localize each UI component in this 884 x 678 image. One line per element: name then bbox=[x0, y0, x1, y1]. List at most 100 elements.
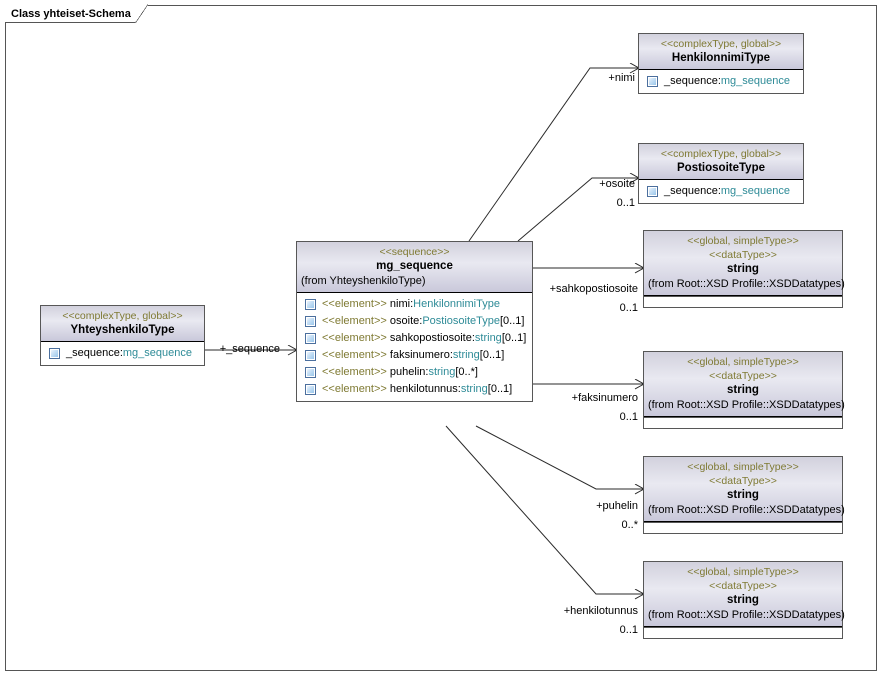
attribute-name: puhelin: bbox=[389, 366, 429, 378]
attribute-multiplicity: [0..1] bbox=[501, 332, 527, 344]
attribute-multiplicity: [0..*] bbox=[455, 366, 478, 378]
attribute-row[interactable]: <<element>> nimi:HenkilonnimiType bbox=[299, 296, 530, 313]
attribute-multiplicity: [0..1] bbox=[499, 315, 525, 327]
attribute-type: mg_sequence bbox=[720, 185, 790, 197]
attribute-name: nimi: bbox=[389, 298, 414, 310]
attribute-type: string bbox=[452, 349, 480, 361]
class-mg-sequence[interactable]: <<sequence>> mg_sequence (from Yhteyshen… bbox=[296, 241, 533, 402]
diagram-frame bbox=[5, 5, 877, 671]
attribute-row[interactable]: _sequence:mg_sequence bbox=[641, 73, 801, 90]
class-name: YhteyshenkiloType bbox=[70, 324, 175, 336]
attribute-name: _sequence: bbox=[664, 185, 721, 197]
class-stereotype-datatype: <<dataType>> bbox=[709, 580, 777, 592]
attribute-type: string bbox=[428, 366, 456, 378]
class-attributes: _sequence:mg_sequence bbox=[41, 342, 204, 365]
xsd-element-icon bbox=[305, 316, 316, 327]
xsd-element-icon bbox=[305, 384, 316, 395]
attribute-type: string bbox=[460, 383, 488, 395]
class-name: mg_sequence bbox=[376, 260, 453, 272]
attribute-row[interactable]: <<element>> puhelin:string[0..*] bbox=[299, 364, 530, 381]
class-from: (from YhteyshenkiloType) bbox=[301, 275, 426, 287]
connector-mult-sahkopostiosoite: 0..1 bbox=[619, 302, 638, 314]
attribute-stereotype: <<element>> bbox=[322, 383, 387, 395]
xsd-element-icon bbox=[305, 333, 316, 344]
attribute-type: mg_sequence bbox=[122, 347, 192, 359]
attribute-name: faksinumero: bbox=[389, 349, 453, 361]
connector-mult-faksinumero: 0..1 bbox=[619, 411, 638, 423]
class-string-sahkopostiosoite[interactable]: <<global, simpleType>> <<dataType>> stri… bbox=[643, 230, 845, 308]
class-name: string bbox=[727, 263, 759, 275]
connector-label-henkilotunnus: +henkilotunnus bbox=[563, 605, 638, 617]
class-attributes: <<element>> nimi:HenkilonnimiType <<elem… bbox=[297, 293, 532, 401]
attribute-name: osoite: bbox=[389, 315, 423, 327]
class-name: string bbox=[727, 384, 759, 396]
connector-label-sahkopostiosoite: +sahkopostiosoite bbox=[549, 283, 638, 295]
class-from: (from Root::XSD Profile::XSDDatatypes) bbox=[648, 609, 845, 621]
attribute-stereotype: <<element>> bbox=[322, 298, 387, 310]
attribute-stereotype: <<element>> bbox=[322, 332, 387, 344]
class-attributes: _sequence:mg_sequence bbox=[639, 70, 803, 93]
class-attributes-empty bbox=[644, 296, 842, 307]
connector-mult-puhelin: 0..* bbox=[621, 519, 638, 531]
attribute-multiplicity: [0..1] bbox=[479, 349, 505, 361]
class-header: <<complexType, global>> PostiosoiteType bbox=[639, 144, 803, 180]
attribute-row[interactable]: <<element>> sahkopostiosoite:string[0..1… bbox=[299, 330, 530, 347]
class-stereotype-datatype: <<dataType>> bbox=[709, 475, 777, 487]
connector-label-nimi: +nimi bbox=[608, 72, 635, 84]
xsd-element-icon bbox=[647, 186, 658, 197]
attribute-name: henkilotunnus: bbox=[389, 383, 461, 395]
attribute-type: PostiosoiteType bbox=[422, 315, 500, 327]
class-from: (from Root::XSD Profile::XSDDatatypes) bbox=[648, 399, 845, 411]
xsd-element-icon bbox=[305, 299, 316, 310]
attribute-stereotype: <<element>> bbox=[322, 366, 387, 378]
class-header: <<complexType, global>> HenkilonnimiType bbox=[639, 34, 803, 70]
xsd-element-icon bbox=[647, 76, 658, 87]
class-stereotype-datatype: <<dataType>> bbox=[709, 370, 777, 382]
class-attributes-empty bbox=[644, 417, 842, 428]
attribute-name: _sequence: bbox=[664, 75, 721, 87]
attribute-type: string bbox=[474, 332, 502, 344]
class-postiosoitetype[interactable]: <<complexType, global>> PostiosoiteType … bbox=[638, 143, 804, 204]
connector-mult-osoite: 0..1 bbox=[616, 197, 635, 209]
xsd-element-icon bbox=[305, 367, 316, 378]
xsd-element-icon bbox=[49, 348, 60, 359]
class-from: (from Root::XSD Profile::XSDDatatypes) bbox=[648, 504, 845, 516]
class-henkilonnimitype[interactable]: <<complexType, global>> HenkilonnimiType… bbox=[638, 33, 804, 94]
class-name: HenkilonnimiType bbox=[671, 52, 771, 64]
attribute-row[interactable]: <<element>> henkilotunnus:string[0..1] bbox=[299, 381, 530, 398]
class-string-puhelin[interactable]: <<global, simpleType>> <<dataType>> stri… bbox=[643, 456, 845, 534]
class-stereotype-simpletype: <<global, simpleType>> bbox=[687, 356, 799, 368]
connector-mult-henkilotunnus: 0..1 bbox=[619, 624, 638, 636]
class-stereotype: <<sequence>> bbox=[379, 246, 450, 258]
class-from: (from Root::XSD Profile::XSDDatatypes) bbox=[648, 278, 845, 290]
class-yhteyshenkilotype[interactable]: <<complexType, global>> YhteyshenkiloTyp… bbox=[40, 305, 205, 366]
connector-label-osoite: +osoite bbox=[599, 178, 635, 190]
class-header: <<global, simpleType>> <<dataType>> stri… bbox=[644, 231, 845, 296]
attribute-row[interactable]: _sequence:mg_sequence bbox=[43, 345, 202, 362]
class-string-faksinumero[interactable]: <<global, simpleType>> <<dataType>> stri… bbox=[643, 351, 845, 429]
class-header: <<global, simpleType>> <<dataType>> stri… bbox=[644, 457, 845, 522]
attribute-row[interactable]: <<element>> faksinumero:string[0..1] bbox=[299, 347, 530, 364]
attribute-row[interactable]: <<element>> osoite:PostiosoiteType[0..1] bbox=[299, 313, 530, 330]
class-name: string bbox=[727, 489, 759, 501]
xsd-element-icon bbox=[305, 350, 316, 361]
connector-puhelin bbox=[475, 425, 643, 489]
connector-label-sequence: +_sequence bbox=[219, 343, 280, 355]
class-name: PostiosoiteType bbox=[677, 162, 765, 174]
class-stereotype: <<complexType, global>> bbox=[660, 38, 782, 50]
diagram-title-tab: Class yhteiset-Schema bbox=[5, 4, 148, 23]
class-stereotype: <<complexType, global>> bbox=[660, 148, 782, 160]
attribute-name: _sequence: bbox=[66, 347, 123, 359]
connector-label-faksinumero: +faksinumero bbox=[571, 392, 638, 404]
class-header: <<global, simpleType>> <<dataType>> stri… bbox=[644, 352, 845, 417]
class-string-henkilotunnus[interactable]: <<global, simpleType>> <<dataType>> stri… bbox=[643, 561, 845, 639]
class-attributes: _sequence:mg_sequence bbox=[639, 180, 803, 203]
attribute-row[interactable]: _sequence:mg_sequence bbox=[641, 183, 801, 200]
class-attributes-empty bbox=[644, 627, 842, 638]
class-header: <<sequence>> mg_sequence (from Yhteyshen… bbox=[297, 242, 532, 293]
class-header: <<complexType, global>> YhteyshenkiloTyp… bbox=[41, 306, 204, 342]
attribute-stereotype: <<element>> bbox=[322, 349, 387, 361]
attribute-type: mg_sequence bbox=[720, 75, 790, 87]
